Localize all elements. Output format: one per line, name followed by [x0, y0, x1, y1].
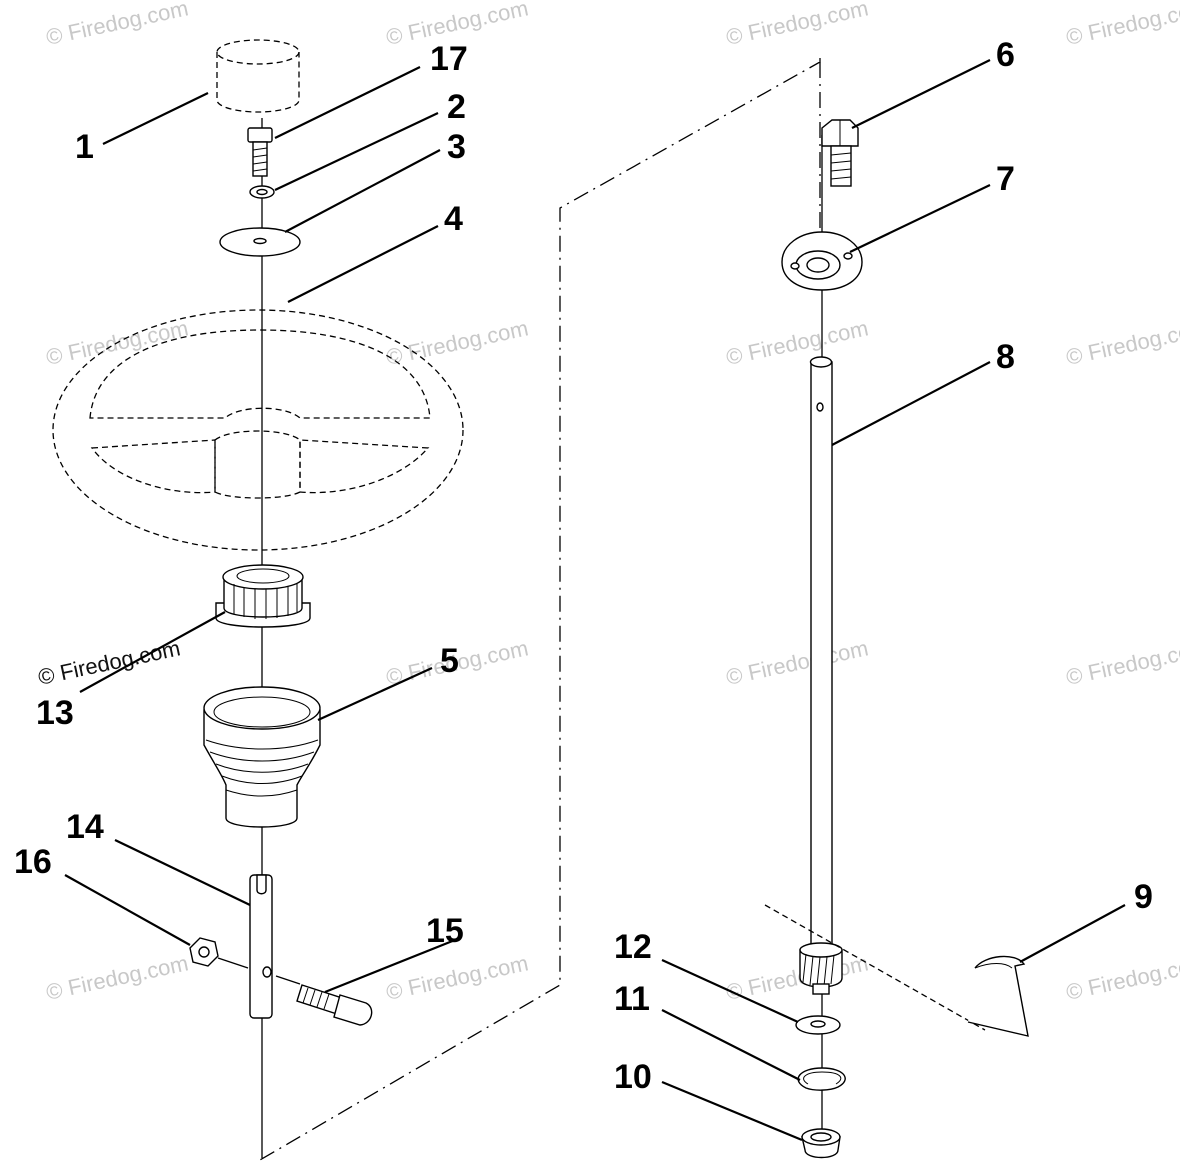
flat-washer: [219, 227, 301, 257]
lock-washer: [249, 185, 275, 199]
shaft-washer: [795, 1015, 841, 1035]
leader-2: [274, 112, 439, 191]
watermark: © Firedog.com: [384, 315, 531, 370]
steering-wheel: [52, 309, 464, 551]
callout-13: 13: [36, 694, 74, 732]
leader-11: [661, 1009, 801, 1081]
watermark: © Firedog.com: [1064, 635, 1180, 690]
cap-bolt: [247, 127, 273, 177]
watermark: © Firedog.com: [724, 315, 871, 370]
callout-5: 5: [440, 642, 459, 680]
callout-15: 15: [426, 912, 464, 950]
leader-9: [1019, 904, 1126, 963]
hex-nut: [189, 937, 219, 967]
watermark: © Firedog.com: [36, 635, 183, 690]
callout-12: 12: [614, 928, 652, 966]
watermark: © Firedog.com: [724, 950, 871, 1005]
leader-12: [661, 958, 799, 1024]
leader-10: [661, 1080, 803, 1142]
callout-8: 8: [996, 338, 1015, 376]
callout-9: 9: [1134, 878, 1153, 916]
pinion-gear: [799, 942, 843, 995]
leader-13: [79, 611, 226, 693]
callout-1: 1: [75, 128, 94, 166]
steering-shaft: [809, 356, 833, 953]
leader-5: [317, 666, 433, 722]
callout-labels: 1 2 3 4 5 6 7 8 9 10 11 12 13 14 15 16 1…: [14, 36, 1153, 1096]
callout-7: 7: [996, 160, 1015, 198]
callout-14: 14: [66, 808, 104, 846]
callout-4: 4: [444, 200, 463, 238]
cross-bolt: [275, 975, 373, 1026]
leader-14: [114, 839, 251, 906]
hex-bolt: [821, 119, 859, 187]
callout-2: 2: [447, 88, 466, 126]
watermark: © Firedog.com: [1064, 315, 1180, 370]
watermarks: © Firedog.com © Firedog.com © Firedog.co…: [36, 0, 1180, 1005]
leader-16: [64, 874, 191, 946]
leader-3: [284, 149, 441, 233]
watermark: © Firedog.com: [44, 950, 191, 1005]
callout-17: 17: [430, 40, 468, 78]
wire-clip: [764, 904, 1029, 1037]
flange-bearing: [781, 231, 863, 291]
splined-hub: [215, 564, 311, 628]
watermark: © Firedog.com: [44, 0, 191, 50]
watermark: © Firedog.com: [1064, 950, 1180, 1005]
steering-cap: [216, 39, 300, 113]
snap-ring: [797, 1067, 846, 1091]
leader-6: [851, 59, 991, 129]
callout-6: 6: [996, 36, 1015, 74]
leader-7: [849, 184, 991, 253]
lower-shaft: [249, 874, 273, 1019]
callout-11: 11: [614, 980, 650, 1018]
watermark: © Firedog.com: [1064, 0, 1180, 50]
leader-1: [102, 92, 209, 145]
leader-8: [831, 361, 991, 446]
leader-4: [287, 225, 439, 303]
bushing: [801, 1128, 841, 1159]
callout-3: 3: [447, 128, 466, 166]
watermark: © Firedog.com: [724, 0, 871, 50]
leader-lines: [64, 59, 1126, 1142]
steering-boot: [203, 686, 321, 828]
watermark: © Firedog.com: [724, 635, 871, 690]
callout-16: 16: [14, 843, 52, 881]
callout-10: 10: [614, 1058, 652, 1096]
leader-15: [324, 938, 456, 994]
leader-17: [274, 66, 421, 139]
